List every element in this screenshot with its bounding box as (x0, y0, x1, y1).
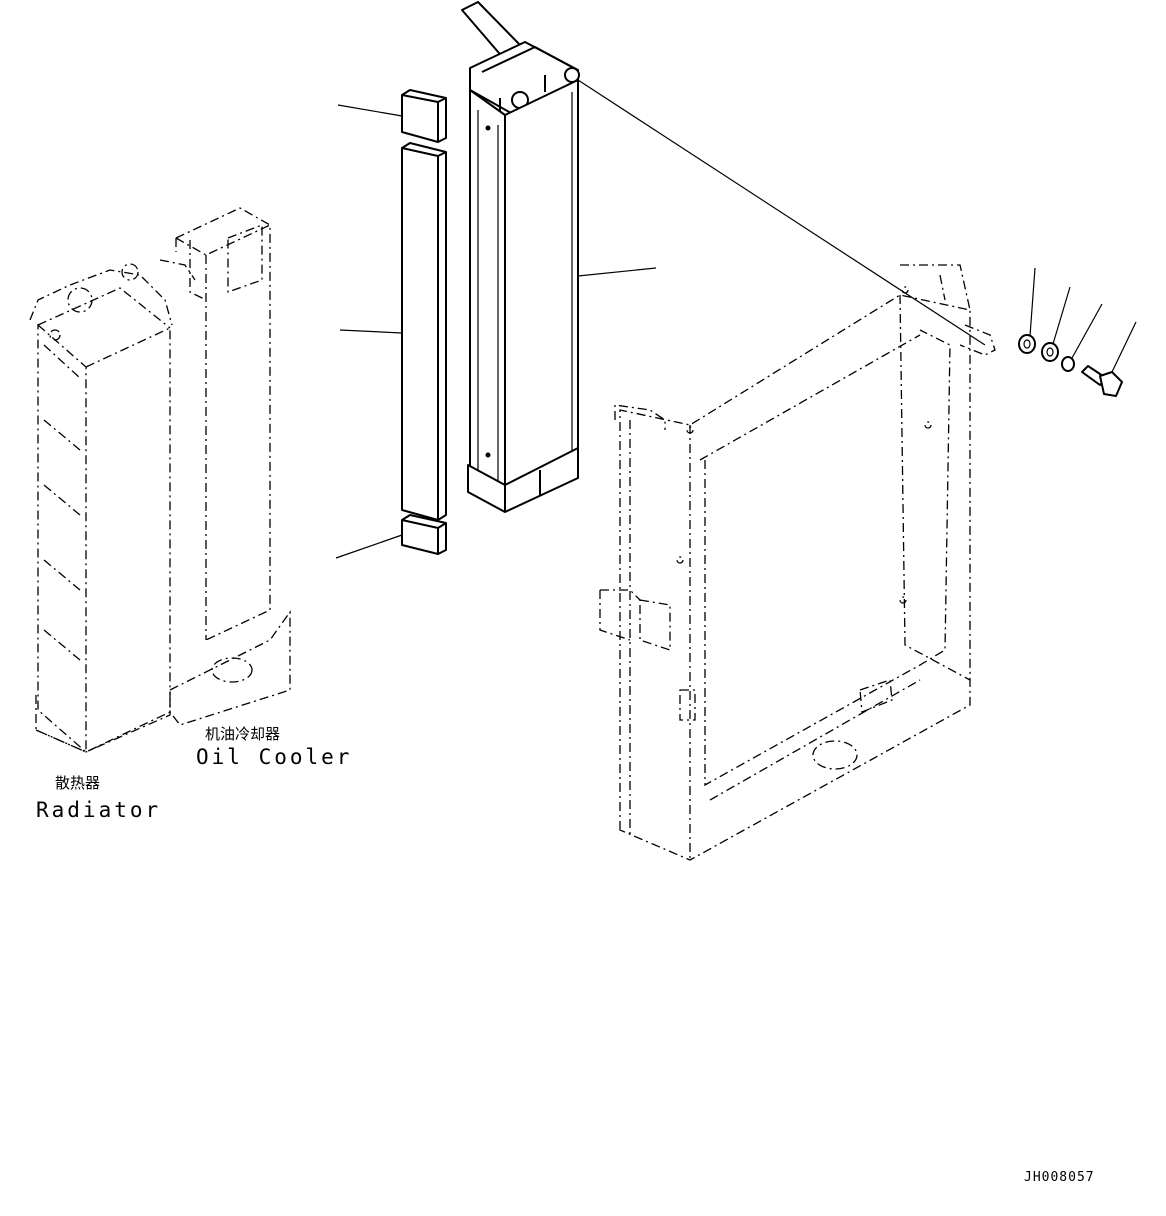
bolt-icon (1081, 365, 1123, 397)
washer-icon (1018, 334, 1075, 372)
oil-cooler-label-zh: 机油冷却器 (205, 725, 281, 743)
oil-cooler-icon (159, 207, 291, 726)
shroud-frame-icon (599, 264, 996, 861)
leader-lines (335, 79, 1137, 559)
oil-cooler-label-en: Oil Cooler (196, 745, 353, 769)
radiator-label-zh: 散热器 (55, 774, 101, 792)
radiator-label-en: Radiator (36, 798, 162, 822)
drawing-code: JH008057 (1024, 1170, 1095, 1185)
radiator-icon (29, 263, 173, 754)
seal-icon (401, 89, 447, 555)
condenser-core-icon (461, 1, 580, 513)
